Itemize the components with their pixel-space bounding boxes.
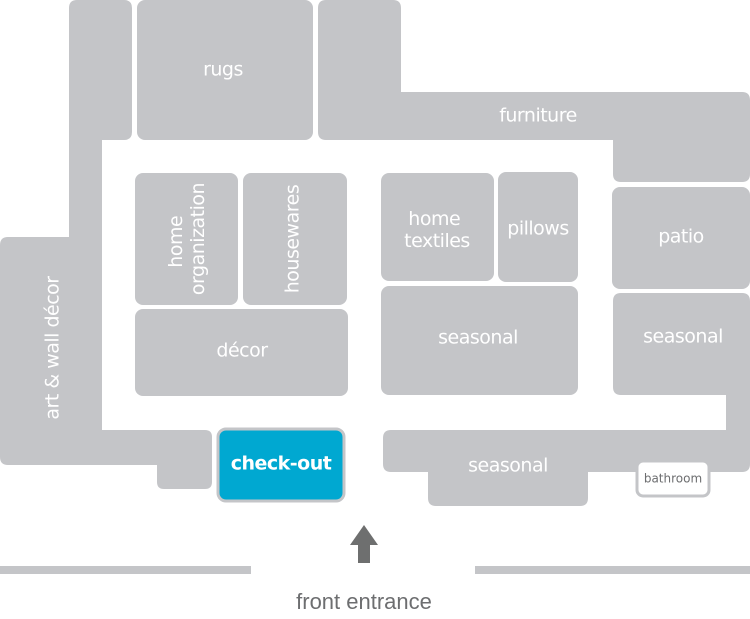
zone-pillows[interactable] <box>498 172 578 282</box>
zone-rugs[interactable] <box>137 0 313 140</box>
front-wall-right <box>475 566 750 574</box>
label-rugs: rugs <box>203 59 243 81</box>
zone-home-textiles[interactable] <box>381 173 494 281</box>
zone-seasonal-bottom[interactable] <box>383 430 600 506</box>
label-home-organization-line1: home <box>165 216 187 268</box>
label-home-textiles-line2: textiles <box>404 230 470 252</box>
zone-art-wall-decor[interactable] <box>0 0 212 489</box>
checkout-area[interactable] <box>216 427 346 503</box>
zone-seasonal-right[interactable] <box>588 293 750 472</box>
label-art-wall-decor: art & wall décor <box>42 276 64 420</box>
label-furniture: furniture <box>499 105 577 127</box>
label-seasonal-bottom: seasonal <box>468 455 548 477</box>
arrow-up-icon <box>350 525 378 563</box>
zone-housewares[interactable] <box>243 173 347 305</box>
label-home-organization: home organization <box>165 183 209 295</box>
label-housewares: housewares <box>282 185 304 293</box>
bathroom-area[interactable] <box>635 459 711 498</box>
label-seasonal-right: seasonal <box>643 326 723 348</box>
zone-patio[interactable] <box>612 187 750 289</box>
zone-decor[interactable] <box>135 309 348 396</box>
label-home-organization-line2: organization <box>187 183 209 295</box>
zone-seasonal-center[interactable] <box>381 286 578 395</box>
label-decor: décor <box>216 340 268 362</box>
label-bathroom: bathroom <box>644 472 702 486</box>
label-patio: patio <box>658 226 704 248</box>
label-home-textiles: home textiles <box>404 208 470 252</box>
label-checkout: check-out <box>231 453 332 475</box>
label-pillows: pillows <box>507 218 568 240</box>
label-front-entrance: front entrance <box>296 589 432 614</box>
zone-furniture[interactable] <box>318 0 750 182</box>
front-wall-left <box>0 566 251 574</box>
label-seasonal-center: seasonal <box>438 327 518 349</box>
zone-home-organization[interactable] <box>135 173 238 305</box>
label-home-textiles-line1: home <box>408 208 460 230</box>
